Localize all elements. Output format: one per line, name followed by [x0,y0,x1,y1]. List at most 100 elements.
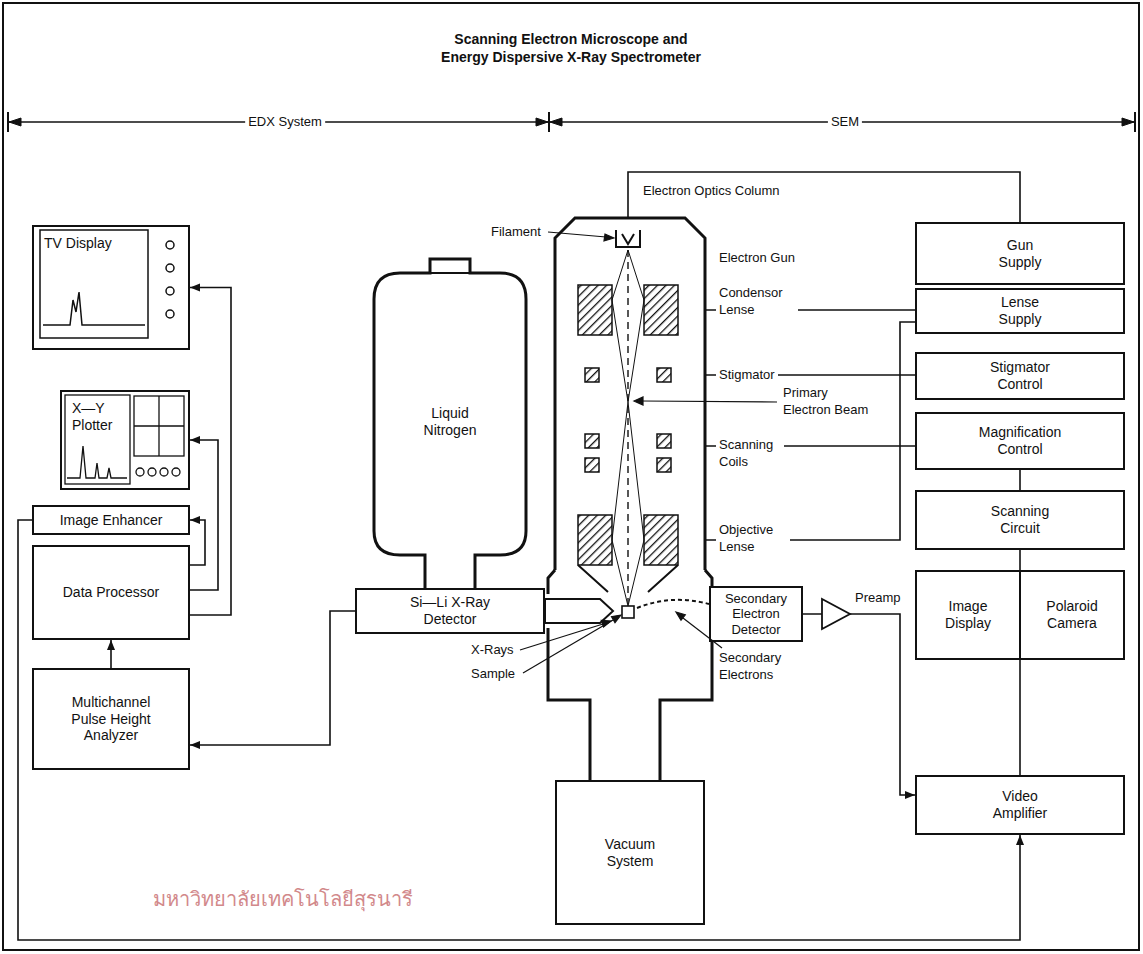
node-text: Gun Supply [990,237,1050,271]
vacuum-box: Vacuum System [555,780,705,925]
node-text: X—Y Plotter [72,400,130,434]
circuit-box: Scanning Circuit [915,490,1125,550]
label-box: X-Rays [468,642,517,659]
leader-line [683,618,722,648]
column-housing [548,218,712,780]
watermark: มหาวิทยาลัยเทคโนโลยีสุรนารี [150,886,416,912]
arrowhead [190,436,200,444]
connector [190,436,218,590]
connector [190,284,231,616]
connector [1020,550,1021,570]
control-knob [160,468,168,476]
detector-probe [545,599,613,623]
connector-line [803,614,915,795]
node-text: Lense Supply [990,294,1050,328]
node-text: Video Amplifier [983,788,1058,822]
supply-box: Lense Supply [915,288,1125,334]
control-knob [148,468,156,476]
node-text: Liquid Nitrogen [410,405,490,439]
label-box: Sample [468,666,518,683]
plotter-box: X—Y Plotter [60,390,190,490]
connector [107,640,115,668]
plot-grid [134,425,184,426]
connector [803,614,915,799]
part-label: Stigmator [716,367,778,384]
filament-wire [622,234,634,244]
control-knob [166,264,174,272]
part-label: X-Rays [468,642,517,659]
connector-line [190,440,218,590]
connector [1020,660,1021,775]
leader-line [642,401,777,402]
column-outline [555,218,705,570]
part-label: Condensor Lense [716,285,798,319]
label-box: Scanning Coils [716,437,784,471]
filament [616,230,640,247]
supply-box: Gun Supply [915,222,1125,285]
process-box: Data Processor [32,545,190,640]
title-box: Scanning Electron Microscope and Energy … [433,30,709,66]
screen-frame [40,230,148,338]
condensor-lens [578,285,612,335]
node-text: Image Display [937,598,999,632]
detector-box: Si—Li X-Ray Detector [355,588,545,634]
process-box: Image Enhancer [32,505,190,535]
outer-frame [3,3,1139,950]
node-text: Polaroid Camera [1041,598,1103,632]
label-box: SEM [828,114,862,131]
node-text: TV Display [44,235,112,252]
scanning-coil [585,434,599,448]
leader-line [520,624,603,650]
leader-arrowhead [612,615,622,623]
tv-screen [40,230,174,338]
part-label: Secondary Electrons [716,650,794,684]
control-wires [628,172,1020,540]
arrowhead [107,640,115,650]
node-text: Data Processor [63,584,159,601]
split-cell: Image Display [917,572,1019,658]
node-text: Stigmator Control [973,359,1068,393]
control-knob [136,468,144,476]
plot-frame [65,395,130,484]
connector-line [18,520,1020,940]
split-cell: Polaroid Camera [1019,572,1123,658]
objective-wire [705,322,915,540]
scanning-coil [657,458,671,472]
node-text: Secondary Electron Detector [716,591,796,638]
connector-line [1019,660,1021,775]
label-box: Condensor Lense [716,285,798,319]
display-box: TV Display [32,225,190,350]
control-box: Stigmator Control [915,352,1125,400]
plot-grid [134,396,184,456]
connector [190,516,205,565]
gun-wire [628,172,1020,222]
detector-box: Secondary Electron Detector [709,586,803,643]
leader-line [523,620,613,673]
leader-arrowhead [604,234,614,241]
plot-trace [67,446,127,478]
dewar-vessel: Liquid Nitrogen [370,255,530,588]
dimension-arrowhead [9,118,21,126]
process-box: Multichannel Pulse Height Analyzer [32,668,190,770]
part-label: Sample [468,666,518,683]
preamp-symbol [822,599,850,629]
control-knob [172,468,180,476]
leader-line [548,232,606,237]
label-box: Filament [488,224,544,241]
label-box: EDX System [245,114,325,131]
label-box: Objective Lense [716,522,790,556]
amplifier-box: Video Amplifier [915,775,1125,835]
connector [190,611,355,749]
control-knob [166,287,174,295]
connector-line [1019,550,1021,570]
output-box: Image Display Polaroid Camera [915,570,1125,660]
diagram-title: Scanning Electron Microscope and Energy … [433,30,709,66]
plotter-drawing [65,395,184,484]
control-box: Magnification Control [915,412,1125,470]
part-label: EDX System [245,114,325,131]
dimension-arrowhead [550,118,562,126]
node-text: Si—Li X-Ray Detector [395,594,505,628]
dimension-line [8,121,1135,123]
